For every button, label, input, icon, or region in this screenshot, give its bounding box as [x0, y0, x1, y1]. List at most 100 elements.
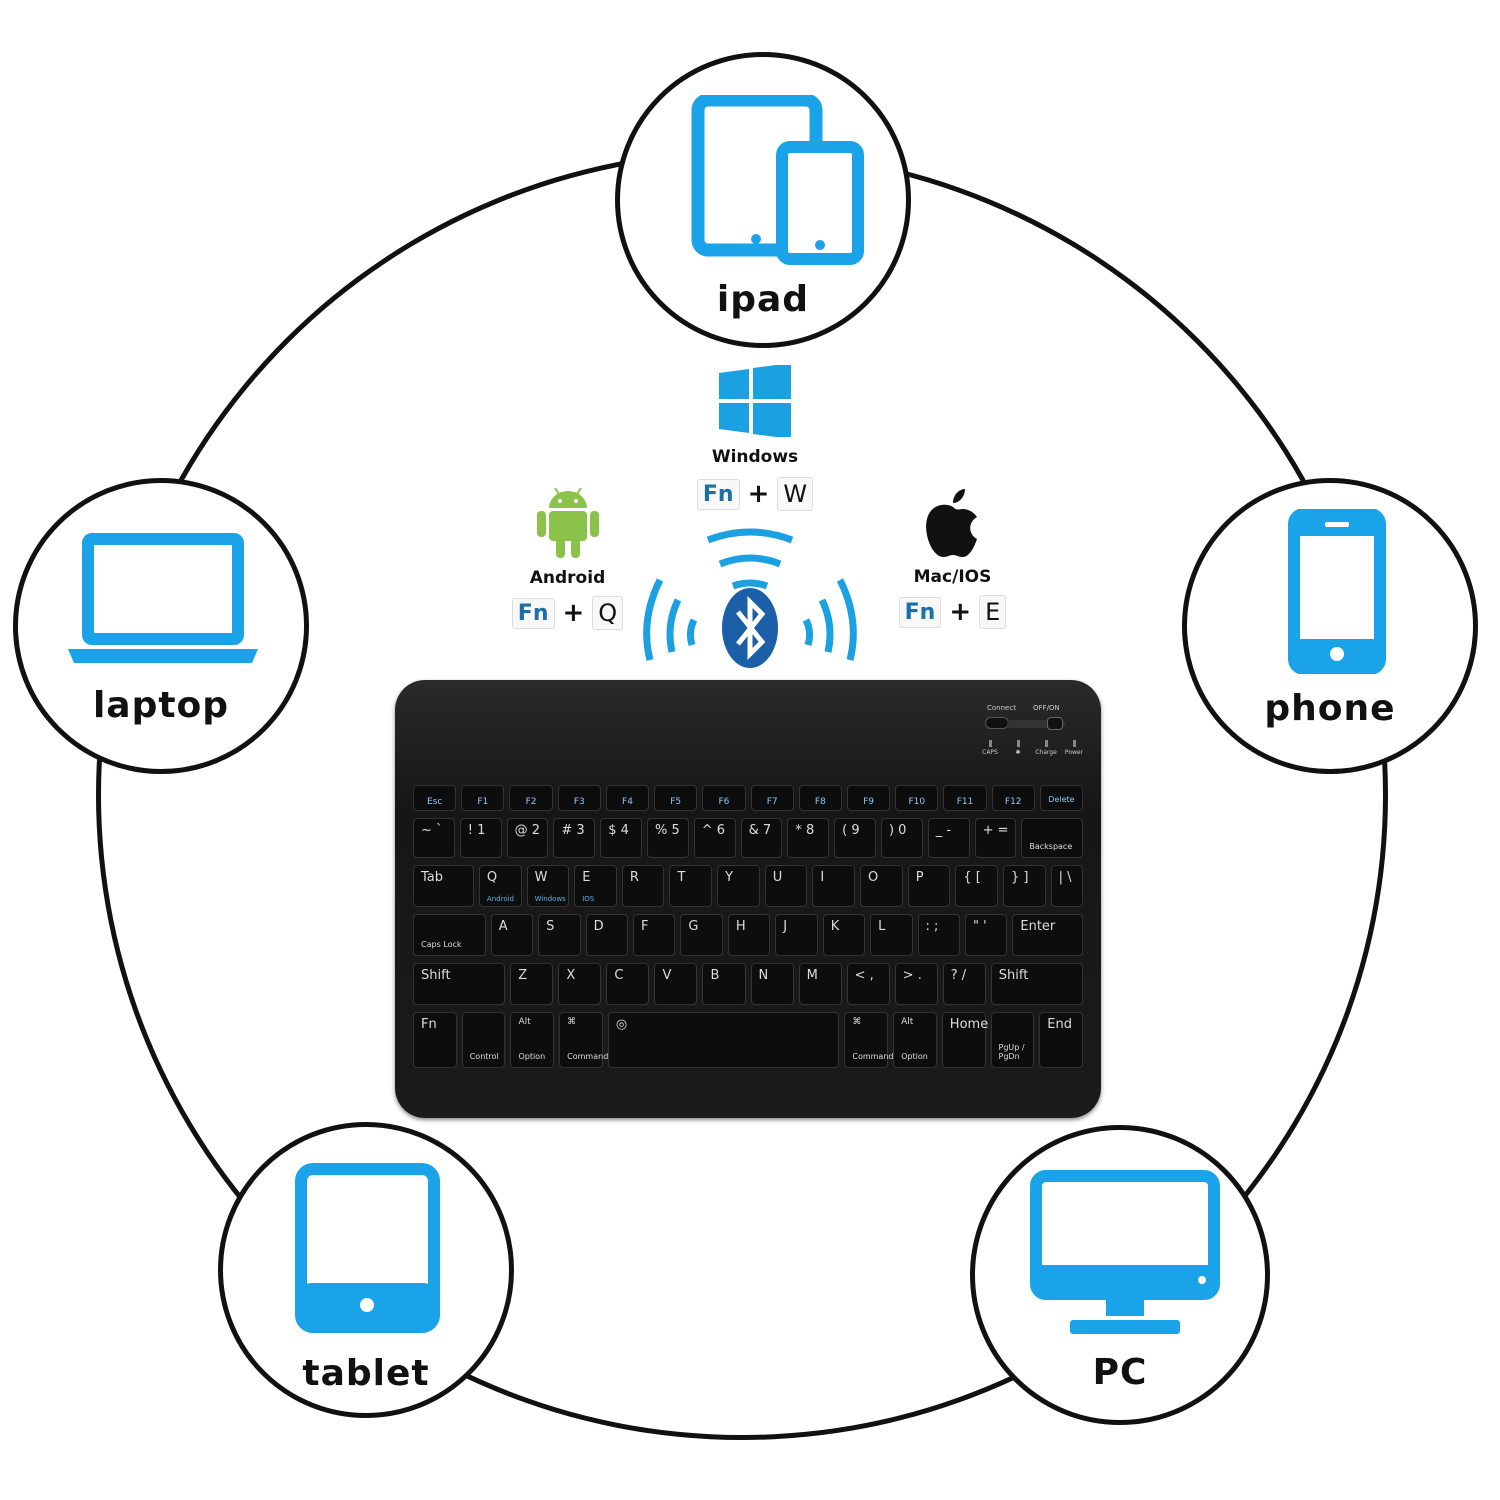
fn-key-label: Fn: [696, 478, 740, 510]
key-label: F6: [718, 797, 730, 807]
os-mac: Mac/IOS Fn+E: [880, 485, 1025, 629]
tablet-icon: [295, 1163, 440, 1333]
key-delete[interactable]: Delete: [1039, 785, 1084, 811]
key-f5[interactable]: F5: [654, 785, 698, 811]
fn-key-label: Fn: [511, 597, 555, 629]
key-h[interactable]: H: [727, 914, 771, 956]
key-[interactable]: " ': [964, 914, 1008, 956]
key-f[interactable]: F: [633, 914, 676, 956]
key-n[interactable]: N: [750, 963, 794, 1005]
key-[interactable]: : ;: [917, 914, 960, 956]
key-[interactable]: + =: [974, 818, 1017, 858]
key-k[interactable]: K: [822, 914, 866, 956]
key-pgup-pgdn[interactable]: PgUp / PgDn: [990, 1012, 1035, 1068]
key-sublabel: Android: [486, 895, 514, 903]
key-f6[interactable]: F6: [702, 785, 746, 811]
key-caps-lock[interactable]: Caps Lock: [413, 914, 486, 956]
key-8[interactable]: * 8: [787, 818, 830, 858]
key-[interactable]: _ -: [927, 818, 970, 858]
key-o[interactable]: O: [860, 865, 903, 907]
device-label: laptop: [92, 685, 230, 726]
key-[interactable]: ◎: [607, 1012, 840, 1068]
key-v[interactable]: V: [654, 963, 698, 1005]
key-control[interactable]: Control: [461, 1012, 506, 1068]
key-f7[interactable]: F7: [750, 785, 794, 811]
key-2[interactable]: @ 2: [506, 818, 549, 858]
key-label: { [: [963, 870, 981, 885]
key-i[interactable]: I: [812, 865, 856, 907]
key-l[interactable]: L: [870, 914, 913, 956]
key-r[interactable]: R: [621, 865, 665, 907]
key-label: J: [783, 919, 788, 934]
key-1[interactable]: ! 1: [459, 818, 502, 858]
key-label: % 5: [654, 823, 680, 838]
os-name: Windows: [711, 447, 799, 467]
key-0[interactable]: ) 0: [880, 818, 923, 858]
key-[interactable]: > .: [894, 963, 938, 1005]
key-f8[interactable]: F8: [798, 785, 842, 811]
key-p[interactable]: P: [907, 865, 951, 907]
key-label: L: [878, 919, 886, 934]
key-t[interactable]: T: [669, 865, 713, 907]
key-command[interactable]: Command⌘: [844, 1012, 893, 1068]
key-label: I: [820, 870, 825, 885]
key-4[interactable]: $ 4: [600, 818, 642, 858]
key-esc[interactable]: Esc: [413, 785, 457, 811]
key-m[interactable]: M: [798, 963, 842, 1005]
connect-button[interactable]: [985, 717, 1009, 729]
key-[interactable]: ~ `: [413, 818, 455, 858]
key-b[interactable]: B: [702, 963, 746, 1005]
key-f4[interactable]: F4: [605, 785, 650, 811]
key-label: C: [614, 968, 624, 983]
key-tab[interactable]: Tab: [413, 865, 474, 907]
key-z[interactable]: Z: [510, 963, 554, 1005]
key-shift[interactable]: Shift: [413, 963, 506, 1005]
key-u[interactable]: U: [764, 865, 808, 907]
key-end[interactable]: End: [1039, 1012, 1083, 1068]
key-f12[interactable]: F12: [991, 785, 1035, 811]
key-f1[interactable]: F1: [461, 785, 505, 811]
key-x[interactable]: X: [558, 963, 602, 1005]
key-g[interactable]: G: [680, 914, 723, 956]
key-[interactable]: } ]: [1002, 865, 1046, 907]
key-d[interactable]: D: [585, 914, 628, 956]
key-6[interactable]: ^ 6: [693, 818, 736, 858]
key-s[interactable]: S: [538, 914, 581, 956]
os-name: Mac/IOS: [913, 567, 992, 587]
key-home[interactable]: Home: [941, 1012, 988, 1068]
key-y[interactable]: Y: [717, 865, 760, 907]
key-a[interactable]: A: [490, 914, 534, 956]
power-switch[interactable]: [1007, 717, 1065, 730]
key-shift[interactable]: Shift: [990, 963, 1084, 1005]
key-backspace[interactable]: Backspace: [1021, 818, 1084, 858]
key-f9[interactable]: F9: [846, 785, 891, 811]
key-f11[interactable]: F11: [943, 785, 987, 811]
key-5[interactable]: % 5: [646, 818, 689, 858]
key-label: ! 1: [467, 823, 486, 838]
key-f10[interactable]: F10: [895, 785, 939, 811]
key-f2[interactable]: F2: [509, 785, 553, 811]
key-[interactable]: ? /: [942, 963, 986, 1005]
key-c[interactable]: C: [606, 963, 650, 1005]
device-label: ipad: [716, 279, 810, 320]
key-f3[interactable]: F3: [557, 785, 601, 811]
indicator-label: CAPS: [982, 749, 998, 756]
key-7[interactable]: & 7: [740, 818, 783, 858]
key-3[interactable]: # 3: [553, 818, 596, 858]
key-9[interactable]: ( 9: [834, 818, 876, 858]
key-enter[interactable]: Enter: [1012, 914, 1084, 956]
key-[interactable]: | \: [1050, 865, 1084, 907]
key-[interactable]: { [: [955, 865, 998, 907]
key-fn[interactable]: Fn: [413, 1012, 457, 1068]
os-windows: Windows Fn+W: [680, 363, 830, 511]
key-[interactable]: < ,: [846, 963, 890, 1005]
key-label: A: [498, 919, 508, 934]
key-j[interactable]: J: [775, 914, 818, 956]
key-command[interactable]: Command⌘: [559, 1012, 608, 1068]
